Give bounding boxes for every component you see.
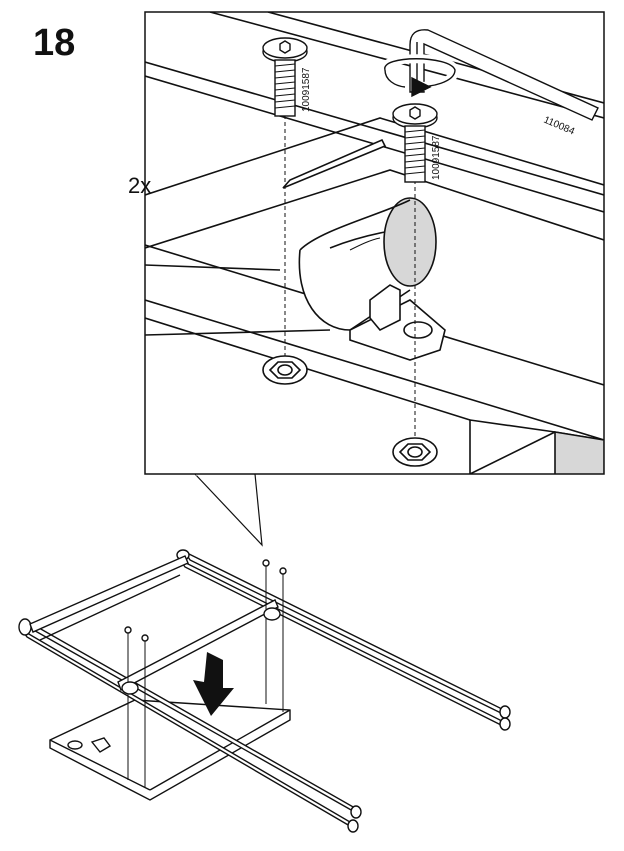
- step-number: 18: [33, 22, 76, 64]
- rotate-arrow-icon: [380, 54, 460, 98]
- rail-back-lower: [179, 559, 506, 728]
- assembly-overview: [18, 549, 511, 833]
- callout-pointer: [193, 472, 263, 547]
- down-arrow-icon: [193, 652, 234, 716]
- screw-part-number-right: 10091587: [431, 135, 442, 180]
- quantity-label: 2x: [128, 173, 151, 198]
- crossbar-middle: [117, 599, 279, 691]
- insert-nut-right: [392, 437, 438, 467]
- screw-left: [262, 37, 308, 117]
- crossbar-end: [29, 555, 189, 633]
- crossbar-mid2: [39, 574, 181, 641]
- rail-back-upper: [183, 550, 506, 716]
- detail-view: 2x 10091587 10091587 110084: [128, 11, 605, 475]
- small-part-clamp: [90, 737, 112, 753]
- small-part-nut: [67, 740, 83, 750]
- screw-right: [392, 103, 438, 183]
- screw-part-number-left: 10091587: [301, 67, 312, 112]
- insert-nut-left: [262, 355, 308, 385]
